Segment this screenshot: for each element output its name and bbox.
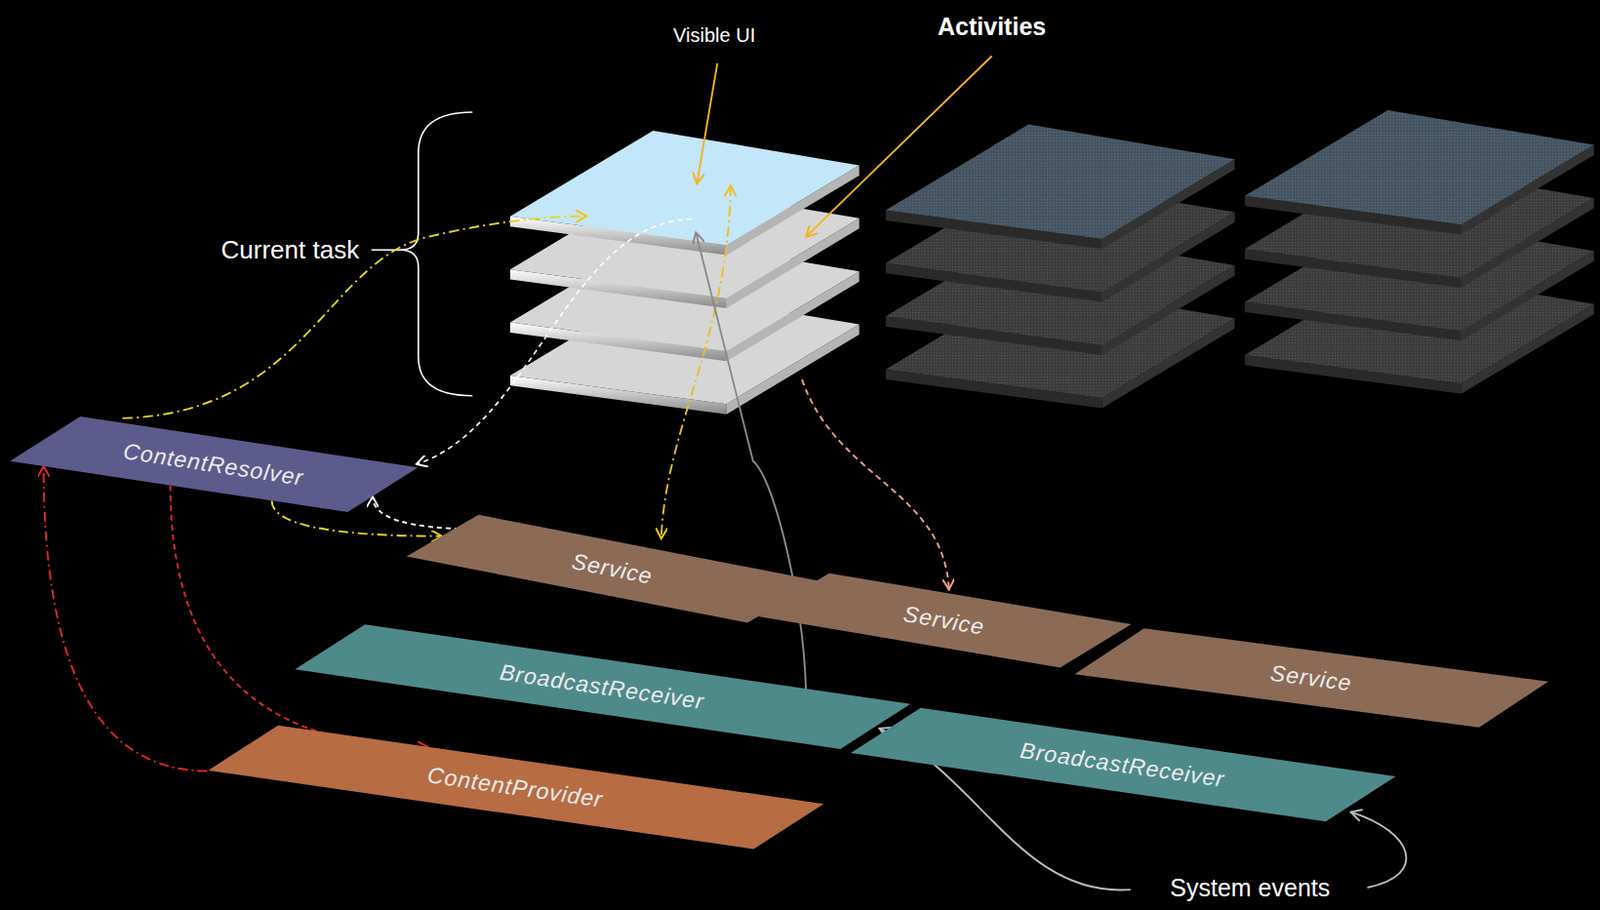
component-name: ContentProvider	[240, 735, 791, 840]
event-line	[1351, 812, 1407, 888]
connector	[43, 466, 208, 771]
component-band: Service	[1074, 628, 1550, 728]
annotation-label: Activities	[937, 12, 1046, 41]
annotation-label: Current task	[221, 235, 360, 266]
task-bracket	[371, 112, 474, 397]
component-name: ContentResolver	[42, 425, 385, 503]
flow-line	[801, 379, 950, 590]
flow-line	[695, 232, 806, 704]
activity-stacks	[510, 110, 1595, 415]
flow-line	[661, 185, 731, 539]
flow-line	[416, 219, 692, 465]
component-name: Service	[439, 522, 785, 615]
component-name: BroadcastReceiver	[327, 634, 878, 740]
annotation-label: Visible UI	[673, 23, 756, 46]
component-name: BroadcastReceiver	[882, 718, 1361, 813]
component-band: Service	[757, 572, 1131, 668]
component-band: BroadcastReceiver	[849, 708, 1396, 823]
component-band: BroadcastReceiver	[293, 624, 910, 750]
leader-line	[696, 63, 718, 184]
connector	[170, 485, 429, 748]
leader-line	[805, 56, 992, 238]
activity-plate	[1244, 110, 1595, 225]
component-name: Service	[791, 581, 1098, 659]
component-band: ContentProvider	[206, 725, 823, 850]
component-name: Service	[1107, 639, 1516, 719]
component-band: Service	[405, 515, 820, 624]
activity-plate	[885, 124, 1236, 240]
annotation-label: System events	[1169, 873, 1330, 902]
activity-plate	[510, 130, 860, 245]
component-band: ContentResolver	[9, 416, 419, 514]
flow-line	[122, 216, 588, 419]
